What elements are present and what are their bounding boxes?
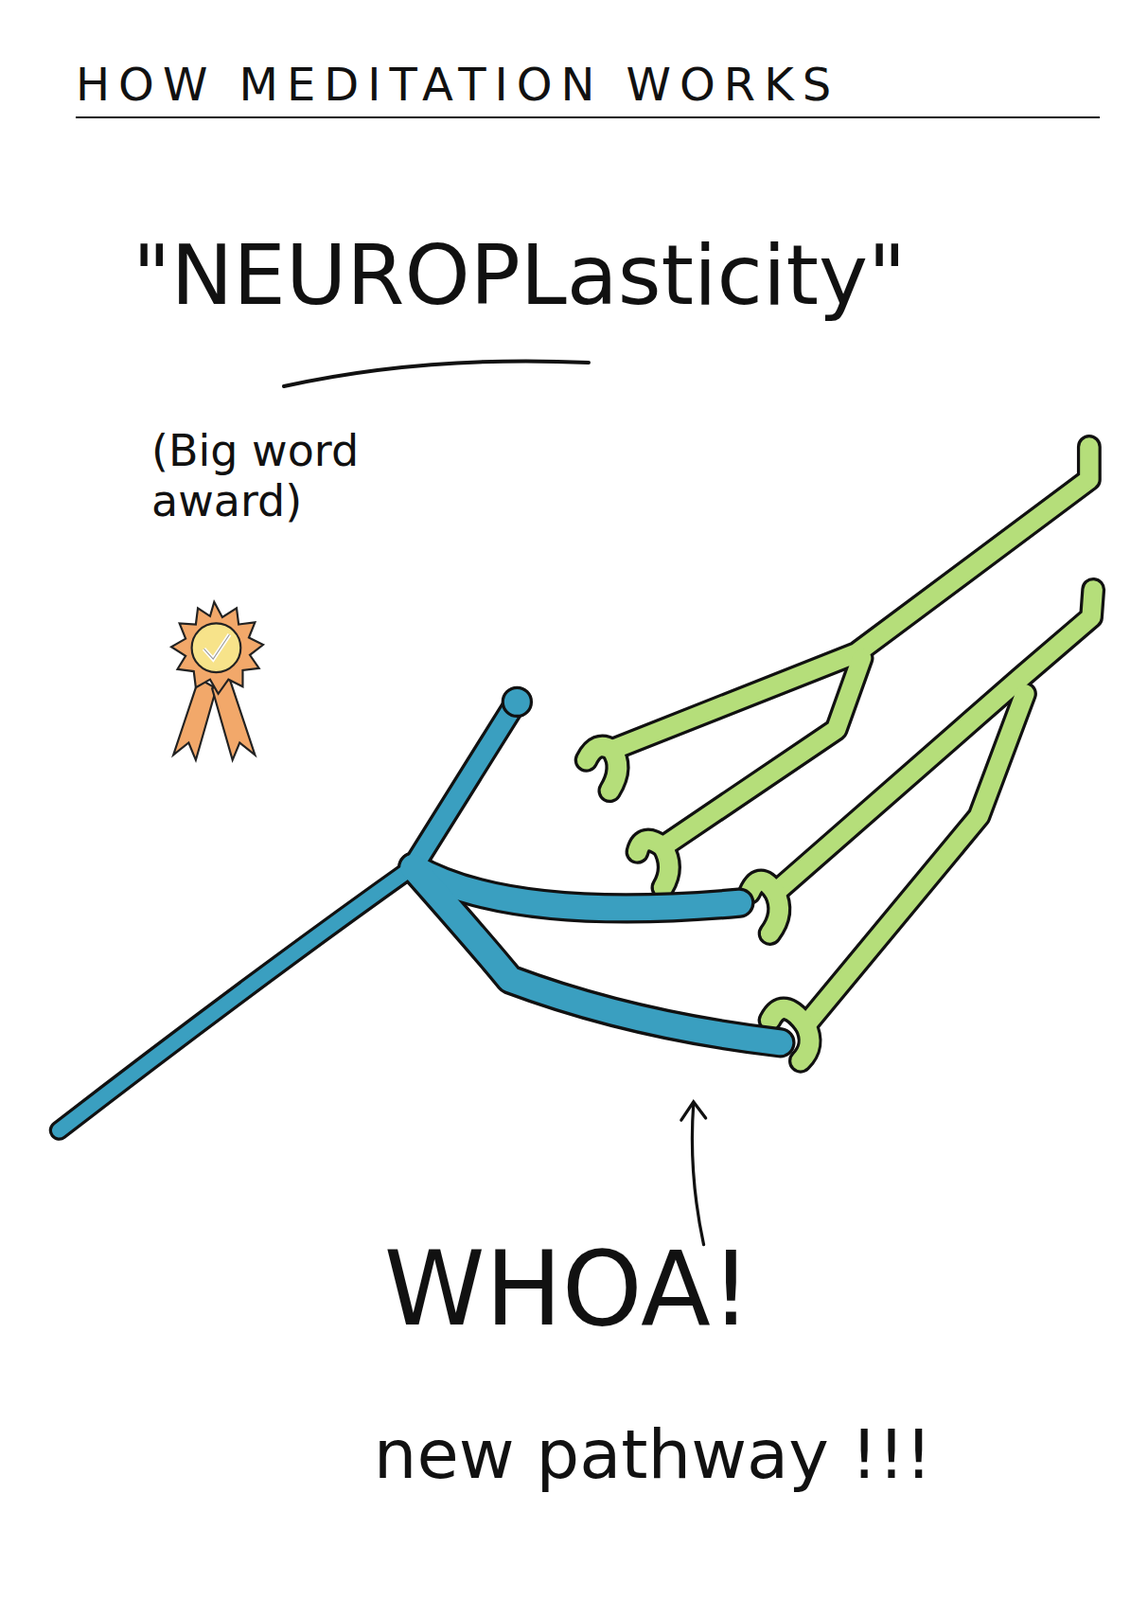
exclaim: WHOA! bbox=[384, 1230, 752, 1348]
green-neurons bbox=[586, 446, 1095, 1061]
pathway-note: new pathway !!! bbox=[373, 1414, 933, 1494]
award-ribbon bbox=[171, 601, 264, 760]
big-word: "NEUROPLasticity" bbox=[132, 227, 906, 323]
title-underline bbox=[75, 116, 1100, 119]
overline bbox=[283, 360, 589, 387]
leader-arrow bbox=[681, 1101, 707, 1245]
blue-neuron bbox=[59, 687, 781, 1130]
title: HOW MEDITATION WORKS bbox=[75, 58, 840, 111]
award-note: (Big word award) bbox=[151, 425, 493, 527]
